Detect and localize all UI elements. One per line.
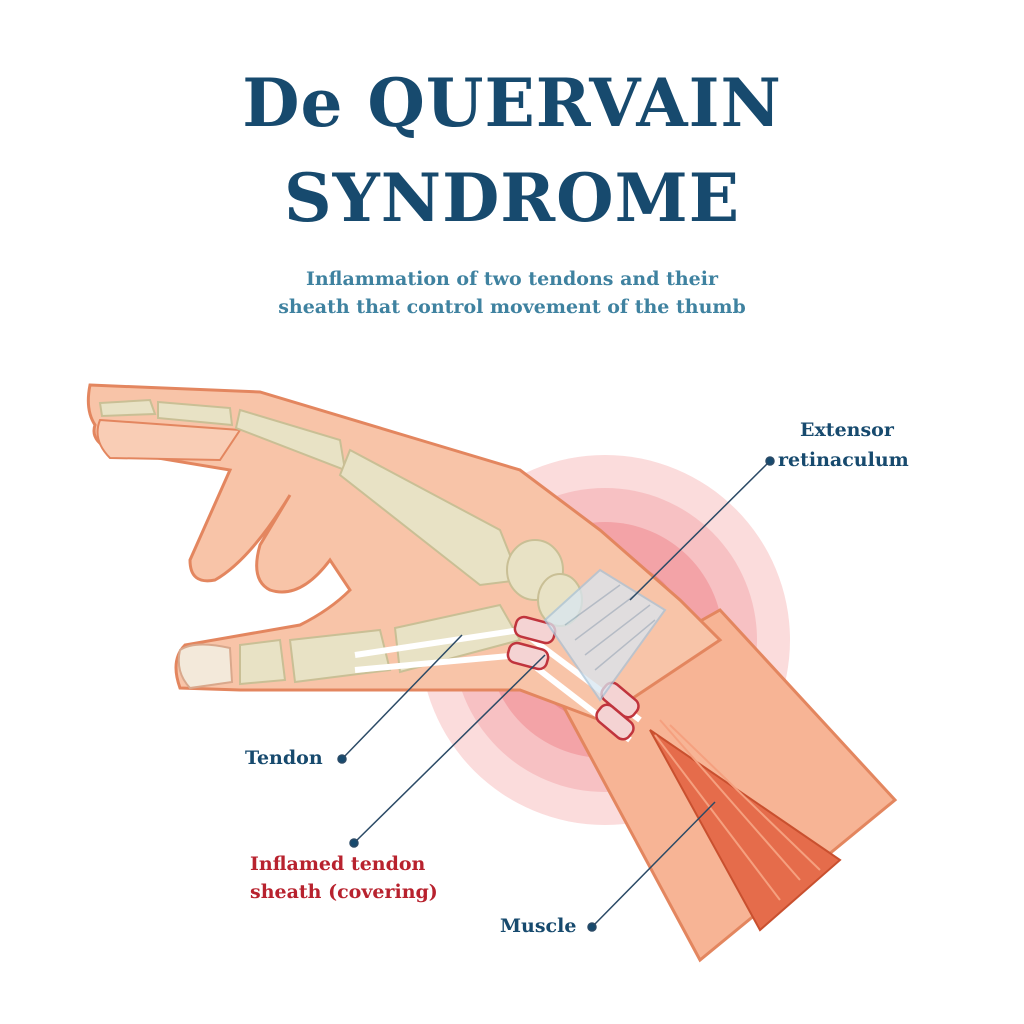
subtitle-line-2: sheath that control movement of the thum… [278, 296, 746, 318]
bones [98, 398, 583, 686]
label-inflamed-line-2: sheath (covering) [250, 881, 438, 903]
leader-lines [337, 456, 775, 932]
label-tendon: Tendon [245, 747, 323, 769]
label-extensor-line-1: Extensor [800, 419, 894, 441]
label-inflamed-line-1: Inflamed tendon [250, 853, 426, 875]
title-line-1: De QUERVAIN [242, 64, 782, 142]
title-line-2: SYNDROME [283, 159, 741, 237]
label-muscle: Muscle [500, 915, 577, 937]
label-extensor-line-2: retinaculum [778, 449, 909, 471]
subtitle-line-1: Inflammation of two tendons and their [305, 268, 719, 290]
extensor-retinaculum [543, 568, 667, 702]
